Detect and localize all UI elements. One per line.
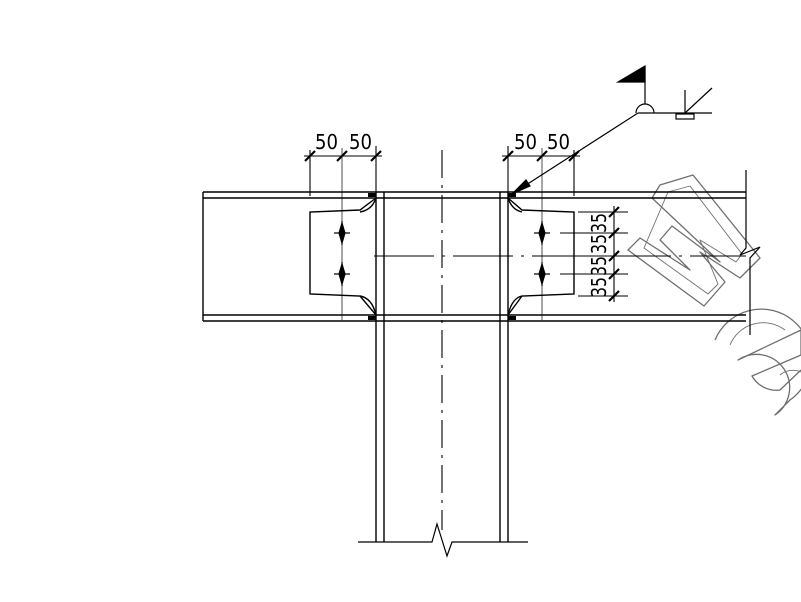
dim-text-top-left-1: 50	[315, 130, 338, 154]
right-shear-plate	[507, 197, 575, 316]
dim-text-top-left-2: 50	[349, 130, 372, 154]
beam-break-line	[739, 170, 761, 335]
column-break-line	[358, 521, 528, 558]
dim-text-top-right-1: 50	[514, 130, 537, 154]
beam	[202, 191, 746, 322]
dim-text-vertical-3: 35	[587, 256, 611, 276]
watermark	[627, 174, 801, 416]
column	[375, 192, 509, 542]
left-shear-plate	[309, 197, 377, 316]
dim-text-vertical-4: 35	[587, 277, 611, 297]
weld-symbol	[511, 64, 713, 195]
field-weld-flag-icon	[615, 64, 646, 83]
dim-text-top-right-2: 50	[547, 130, 570, 154]
dim-text-vertical-1: 35	[587, 213, 611, 233]
dimension-top-left	[304, 146, 382, 196]
bolt-gauge-lines	[341, 148, 543, 320]
flange-welds	[368, 193, 516, 320]
dim-text-vertical-2: 35	[587, 234, 611, 254]
dimension-vertical	[560, 206, 628, 302]
